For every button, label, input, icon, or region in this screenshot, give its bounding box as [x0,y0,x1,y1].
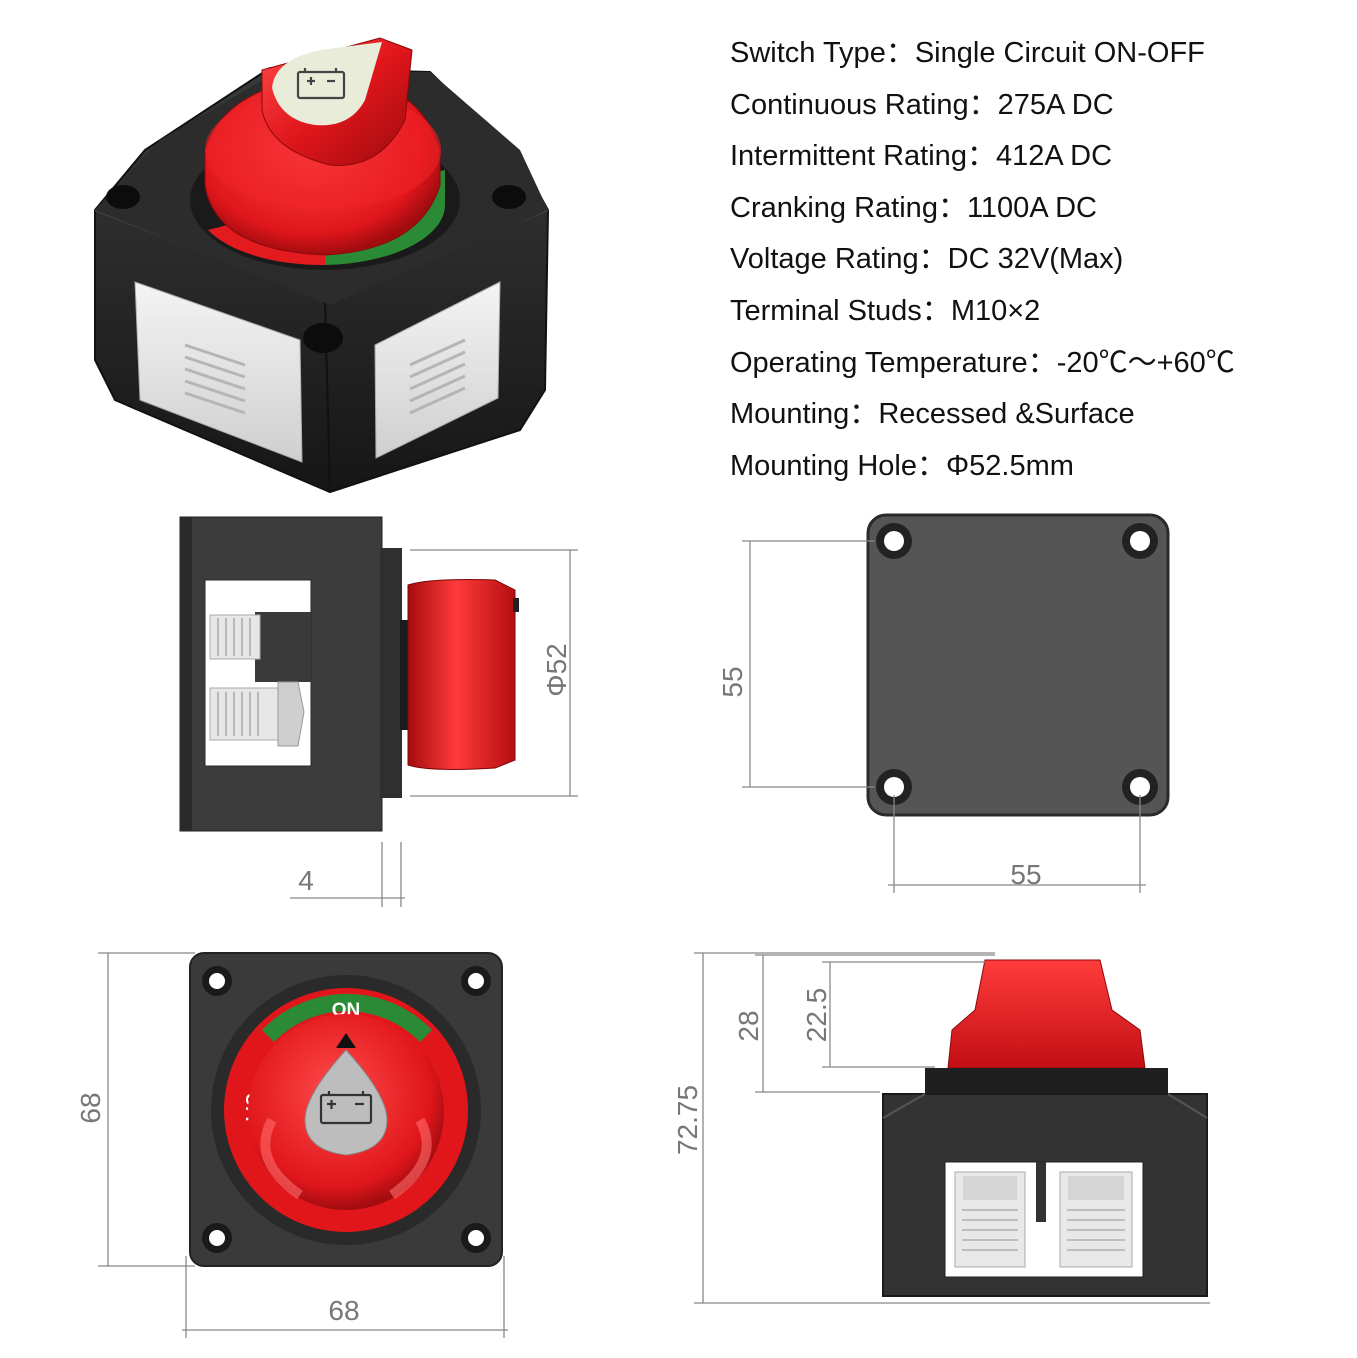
spec-continuous-rating: Continuous Rating：275A DC [730,88,1114,121]
dim-front-knob-height: 28 [733,1010,764,1041]
top-view-drawing: ON OFF 68 68 [75,952,508,1338]
dim-back-width: 55 [1010,859,1041,890]
spec-mounting: Mounting：Recessed &Surface [730,398,1135,431]
dim-front-total-height: 72.75 [672,1085,703,1155]
mounting-hole-icon [492,185,526,209]
battery-icon [319,1091,373,1125]
spec-mounting-hole: Mounting Hole：Φ52.5mm [730,449,1074,482]
spec-terminal-studs: Terminal Studs：M10×2 [730,294,1041,327]
terminal-stud-icon [209,614,305,747]
mounting-hole-icon [106,185,140,209]
mounting-hole-icon [202,966,491,1253]
dim-offset: 4 [298,865,314,896]
spec-voltage-rating: Voltage Rating：DC 32V(Max) [730,243,1124,276]
spec-list: Switch Type：Single Circuit ON-OFF Contin… [730,28,1235,492]
spec-cranking-rating: Cranking Rating：1100A DC [730,191,1097,224]
dim-top-width: 68 [328,1295,359,1326]
front-view-drawing: 72.75 28 22.5 [672,952,1210,1304]
spec-intermittent-rating: Intermittent Rating：412A DC [730,140,1113,173]
spec-switch-type: Switch Type：Single Circuit ON-OFF [730,37,1205,69]
dim-front-knob-top: 22.5 [801,988,832,1043]
dim-knob-diameter: Φ52 [541,643,572,696]
mounting-hole-icon [876,523,1158,805]
dim-back-height: 55 [717,666,748,697]
battery-badge [272,42,382,126]
side-view-drawing: Φ52 4 [179,516,578,907]
mounting-hole-icon [303,323,343,353]
back-view-drawing: 55 55 [717,513,1170,893]
terminal-stud-icon [954,1171,1133,1268]
on-zone-indicator [262,993,432,1042]
product-photo: ON [94,37,550,494]
dim-top-height: 68 [75,1092,106,1123]
battery-icon [296,68,346,100]
spec-operating-temperature: Operating Temperature：-20℃～+60℃ [730,346,1235,379]
